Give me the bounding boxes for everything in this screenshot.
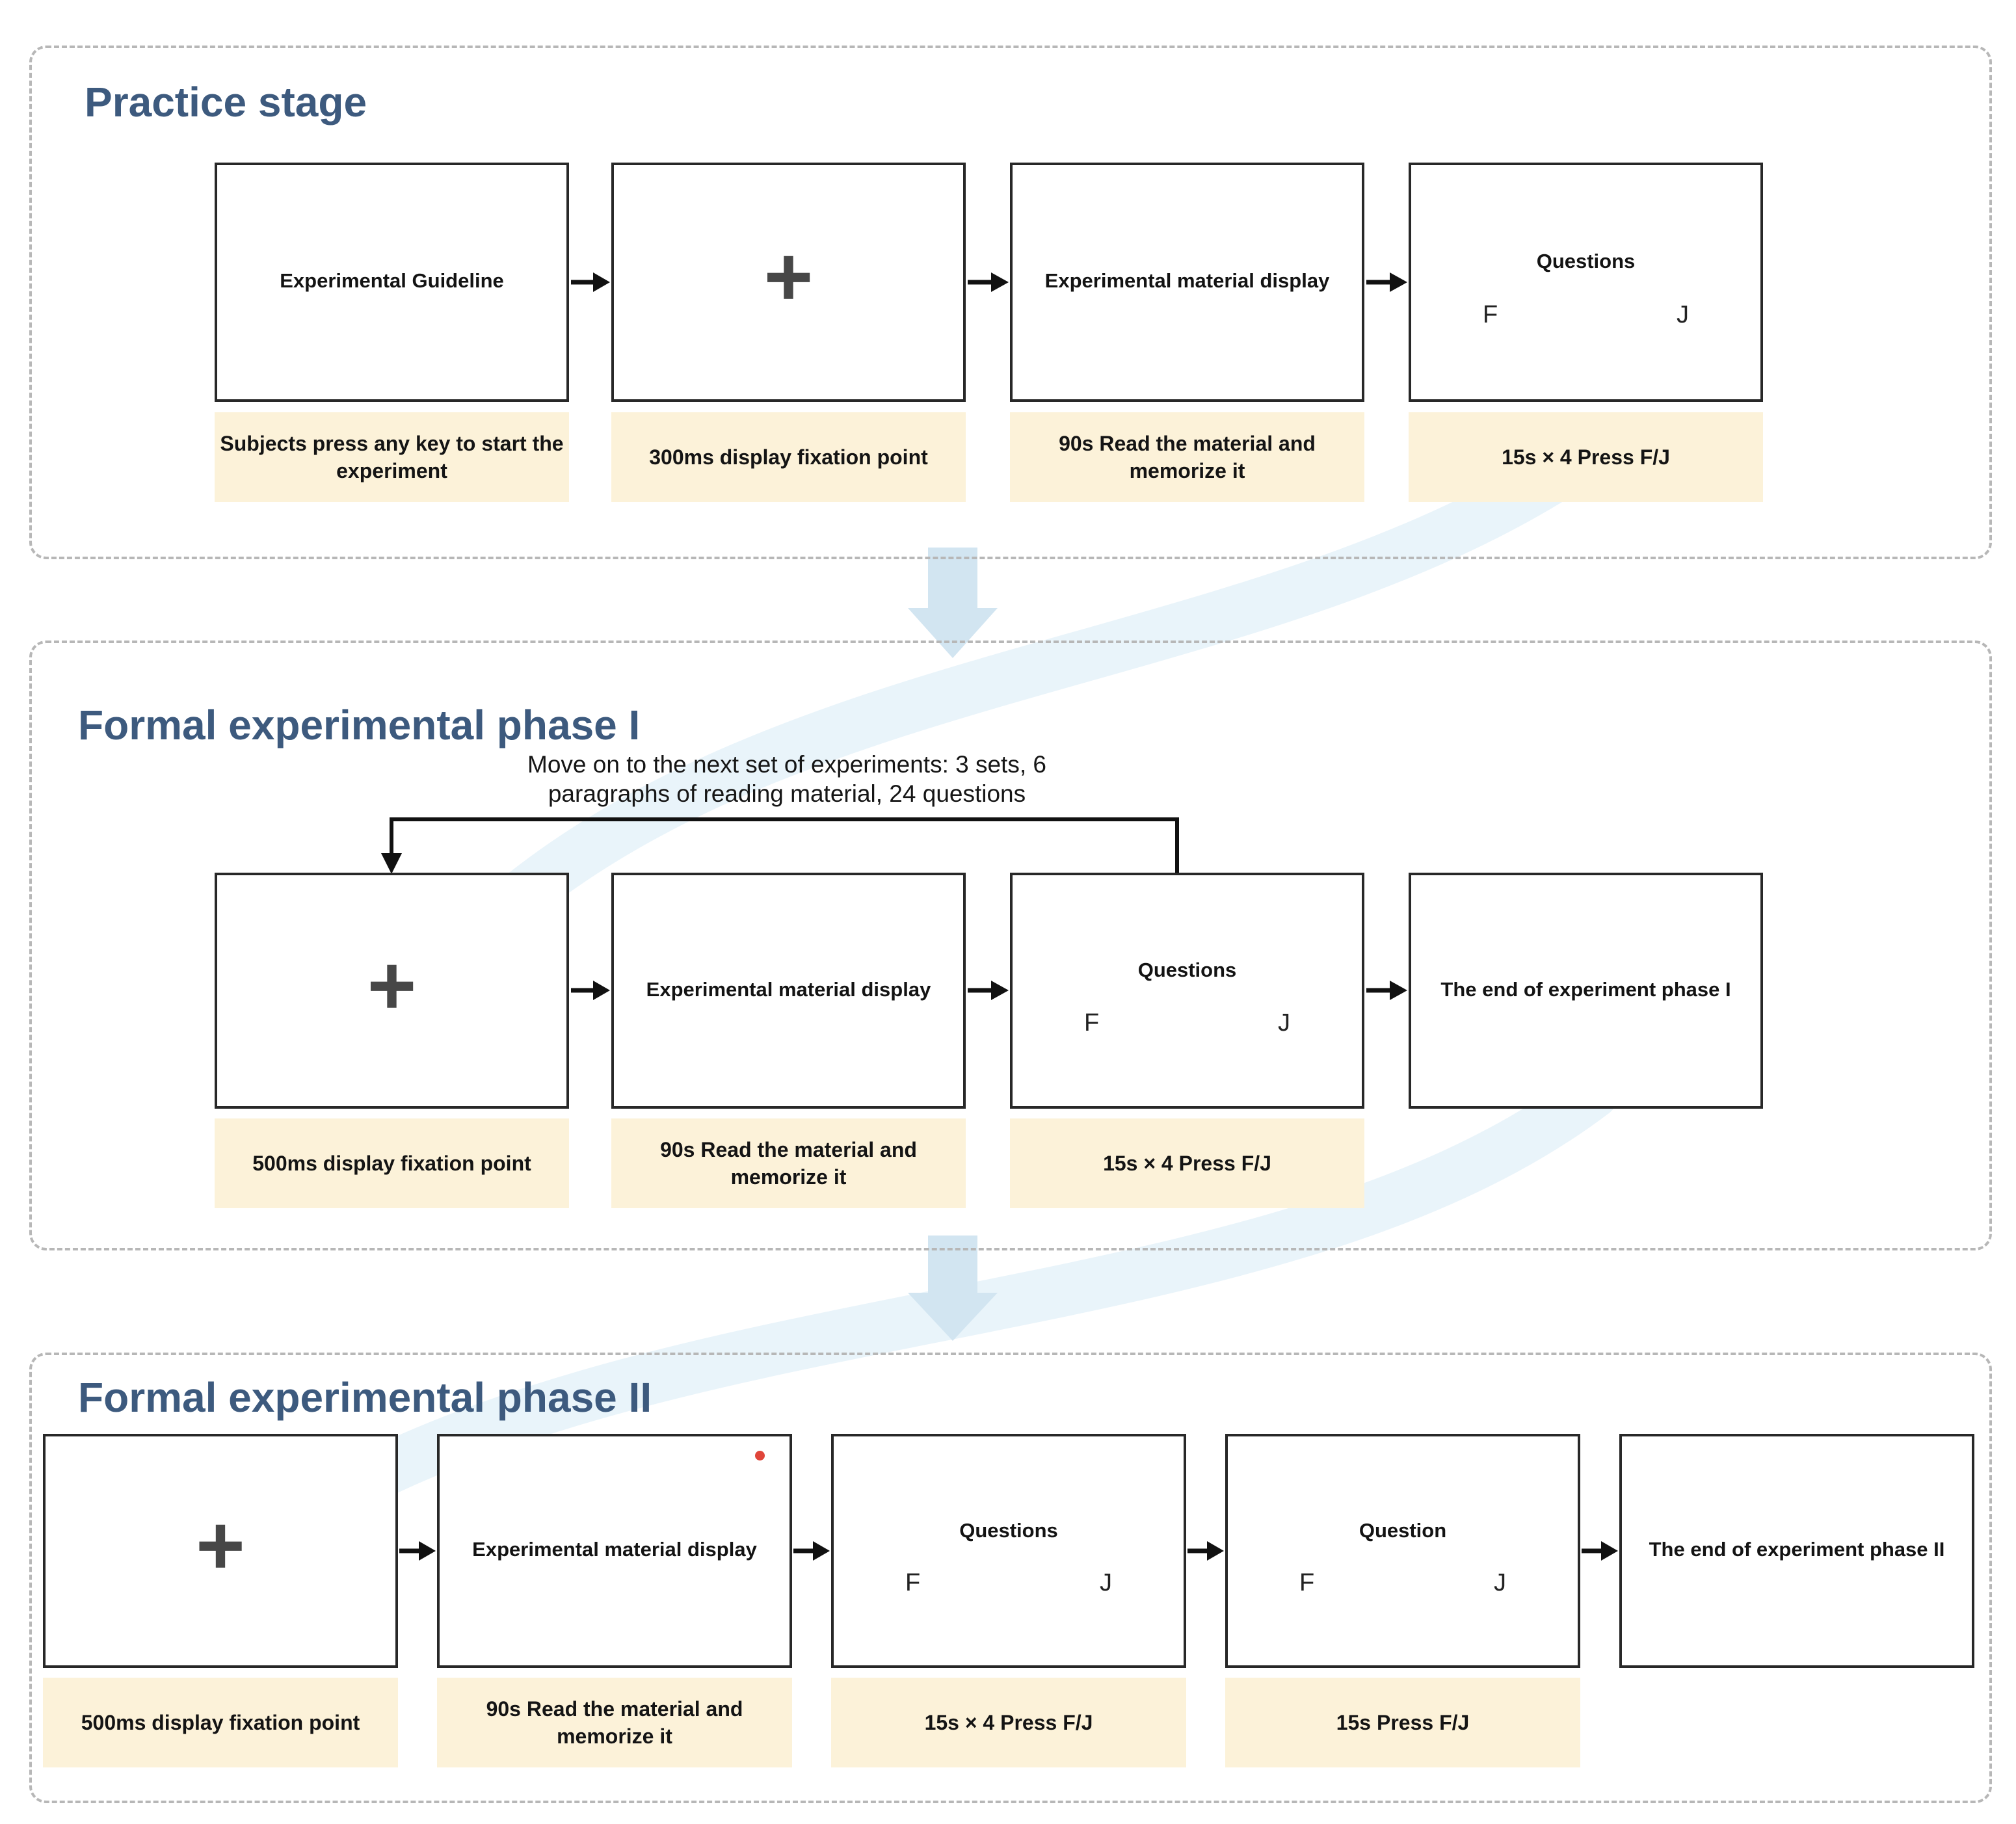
arrow-right-icon: [571, 272, 610, 292]
box-questions: Questions F J: [831, 1434, 1186, 1668]
caption-text: 15s × 4 Press F/J: [1103, 1151, 1271, 1175]
loop-note-line-1: Move on to the next set of experiments: …: [527, 751, 1046, 778]
caption-fixation: 500ms display fixation point: [43, 1678, 398, 1767]
caption-material: 90s Read the material and memorize it: [437, 1678, 792, 1767]
box-end-phase-1: The end of experiment phase I: [1409, 873, 1763, 1109]
caption-text: 90s Read the material and memorize it: [486, 1697, 743, 1748]
arrow-right-icon: [1582, 1541, 1618, 1561]
loop-arrow: [381, 817, 1179, 874]
box-material-display: Experimental material display: [437, 1434, 792, 1668]
key-j: J: [1278, 1009, 1290, 1037]
section-phase-1: [29, 641, 1992, 1250]
box-label: Experimental material display: [1044, 269, 1330, 293]
key-f: F: [1299, 1569, 1315, 1597]
box-label: The end of experiment phase I: [1440, 977, 1731, 1001]
response-keys: F J: [1299, 1569, 1506, 1597]
key-f: F: [1084, 1009, 1100, 1037]
box-fixation-point: +: [43, 1434, 398, 1668]
box-questions: Questions F J: [1010, 873, 1364, 1109]
box-end-phase-2: The end of experiment phase II: [1619, 1434, 1974, 1668]
caption-material: 90s Read the material and memorize it: [1010, 412, 1364, 502]
box-experimental-guideline: Experimental Guideline: [215, 163, 569, 402]
caption-material: 90s Read the material and memorize it: [611, 1118, 966, 1208]
caption-text: Subjects press any key to start the expe…: [220, 431, 564, 482]
block-arrow-down-icon: [908, 548, 998, 658]
red-dot: [755, 1451, 765, 1461]
caption-text: 500ms display fixation point: [81, 1710, 360, 1734]
arrow-right-icon: [1366, 272, 1407, 292]
box-question: Question F J: [1225, 1434, 1580, 1668]
arrow-right-icon: [571, 981, 610, 1000]
box-label: Questions: [1137, 958, 1237, 981]
key-f: F: [1483, 300, 1498, 328]
box-material-display: Experimental material display: [611, 873, 966, 1109]
caption-guideline: Subjects press any key to start the expe…: [215, 412, 569, 502]
caption-text: 90s Read the material and memorize it: [1059, 431, 1316, 482]
fixation-cross: +: [196, 1498, 245, 1593]
box-label: Experimental material display: [472, 1538, 757, 1561]
arrow-right-icon: [399, 1541, 436, 1561]
fixation-cross: +: [763, 229, 814, 324]
key-j: J: [1677, 300, 1689, 328]
key-j: J: [1494, 1569, 1506, 1597]
section-phase-2: [29, 1353, 1992, 1803]
arrow-right-icon: [793, 1541, 830, 1561]
loop-note: Move on to the next set of experiments: …: [332, 750, 1242, 808]
arrow-right-icon: [1187, 1541, 1224, 1561]
arrow-right-icon: [968, 272, 1009, 292]
caption-questions: 15s × 4 Press F/J: [1010, 1118, 1364, 1208]
key-f: F: [905, 1569, 921, 1597]
key-j: J: [1100, 1569, 1112, 1597]
caption-text: 15s × 4 Press F/J: [1502, 445, 1670, 469]
box-label: The end of experiment phase II: [1649, 1538, 1945, 1561]
arrow-right-icon: [1366, 981, 1407, 1000]
response-keys: F J: [1084, 1009, 1290, 1037]
section-practice-stage: [29, 46, 1992, 559]
caption-questions: 15s × 4 Press F/J: [831, 1678, 1186, 1767]
box-label: Questions: [959, 1518, 1058, 1542]
caption-fixation: 500ms display fixation point: [215, 1118, 569, 1208]
caption-question: 15s Press F/J: [1225, 1678, 1580, 1767]
caption-text: 300ms display fixation point: [649, 445, 928, 469]
caption-text: 500ms display fixation point: [252, 1151, 531, 1175]
box-label: Experimental material display: [646, 977, 931, 1001]
box-fixation-point: +: [611, 163, 966, 402]
arrow-right-icon: [968, 981, 1009, 1000]
box-questions: Questions F J: [1409, 163, 1763, 402]
caption-fixation: 300ms display fixation point: [611, 412, 966, 502]
box-label: Questions: [1536, 249, 1636, 272]
caption-questions: 15s × 4 Press F/J: [1409, 412, 1763, 502]
section-title-phase-1: Formal experimental phase I: [78, 702, 641, 748]
response-keys: F J: [1483, 301, 1689, 329]
caption-text: 90s Read the material and memorize it: [660, 1137, 917, 1189]
block-arrow-down-icon: [908, 1236, 998, 1341]
loop-note-line-2: paragraphs of reading material, 24 quest…: [548, 780, 1026, 807]
section-title-practice: Practice stage: [85, 79, 367, 126]
box-fixation-point: +: [215, 873, 569, 1109]
box-label: Experimental Guideline: [280, 269, 504, 293]
response-keys: F J: [905, 1569, 1112, 1597]
box-material-display: Experimental material display: [1010, 163, 1364, 402]
caption-text: 15s × 4 Press F/J: [924, 1710, 1093, 1734]
section-title-phase-2: Formal experimental phase II: [78, 1374, 652, 1421]
caption-text: 15s Press F/J: [1336, 1710, 1470, 1734]
box-label: Question: [1359, 1518, 1447, 1542]
fixation-cross: +: [367, 937, 417, 1033]
